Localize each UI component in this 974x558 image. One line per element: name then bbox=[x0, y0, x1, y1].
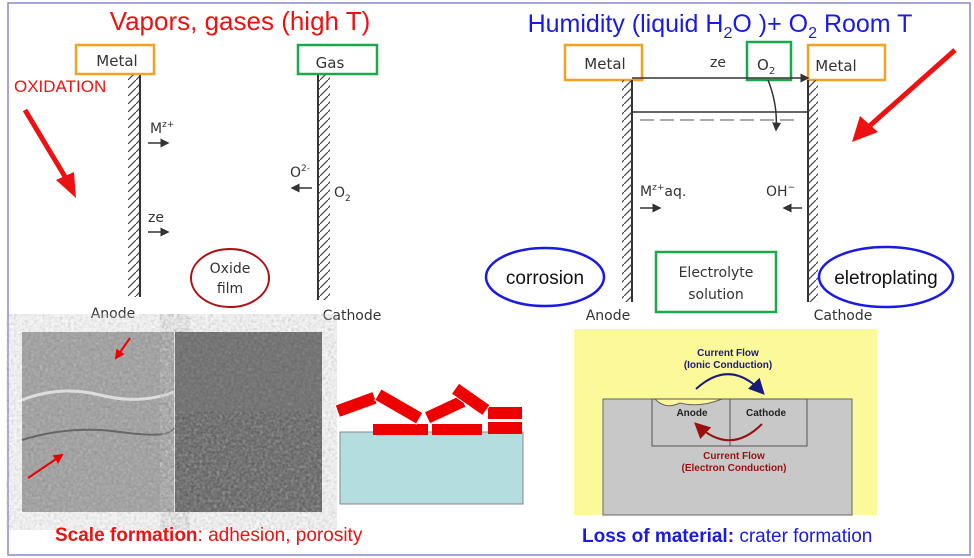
right-caption: Loss of material: crater formation bbox=[582, 526, 872, 547]
metal-box bbox=[74, 43, 156, 76]
metal-ion-label: Mz+ bbox=[150, 120, 174, 137]
left-title: Vapors, gases (high T) bbox=[110, 6, 371, 36]
cathode-label: Cathode bbox=[323, 308, 382, 324]
electrolyte-line1: Electrolyte bbox=[679, 265, 754, 281]
corrosion-ellipse bbox=[484, 246, 606, 308]
hydroxide-label: OH− bbox=[766, 183, 795, 200]
electron-flow-line2: (Electron Conduction) bbox=[682, 463, 787, 474]
ionic-flow-arrow-icon bbox=[695, 373, 765, 395]
gas-box bbox=[296, 43, 379, 76]
ionic-flow-line1: Current Flow bbox=[697, 348, 759, 359]
red-arrow-right-icon bbox=[852, 48, 957, 142]
electrons-label: ze bbox=[148, 210, 164, 226]
eletroplating-ellipse bbox=[817, 245, 955, 309]
oxygen-label: O2 bbox=[334, 185, 351, 204]
crater-anode-label: Anode bbox=[676, 408, 708, 419]
sem-image-left bbox=[21, 332, 175, 512]
o2-label: O2 bbox=[757, 56, 775, 77]
anode-electrode-right bbox=[622, 80, 632, 302]
electrolyte-line2: solution bbox=[688, 287, 743, 303]
left-caption: Scale formation: adhesion, porosity bbox=[55, 525, 363, 546]
scale-illustration bbox=[334, 382, 524, 505]
metal-ion-aq-label: Mz+aq. bbox=[640, 183, 686, 200]
gas-label: Gas bbox=[316, 54, 345, 72]
red-arrow-left-icon bbox=[22, 108, 76, 198]
crater-diagram: Current Flow (Ionic Conduction) Anode Ca… bbox=[574, 329, 877, 516]
corrosion-label: corrosion bbox=[506, 268, 584, 289]
slide-border bbox=[7, 2, 971, 556]
eletroplating-label: eletroplating bbox=[834, 268, 938, 289]
metal-right-box bbox=[806, 43, 887, 82]
crater-cathode-label: Cathode bbox=[746, 408, 786, 419]
metal-right-label: Metal bbox=[815, 57, 856, 75]
metal-left-box bbox=[563, 43, 644, 82]
anode-electrode bbox=[128, 75, 140, 297]
ionic-flow-line2: (Ionic Conduction) bbox=[684, 360, 772, 371]
electron-flow-arrow-icon bbox=[694, 422, 763, 442]
metal-label: Metal bbox=[96, 52, 137, 70]
oxide-film-circle bbox=[190, 248, 270, 308]
oxide-film-line1: Oxide bbox=[210, 261, 251, 277]
cathode-electrode-right bbox=[808, 80, 818, 302]
oxide-ion-label: O2- bbox=[290, 164, 310, 181]
electrons-label-right: ze bbox=[710, 55, 726, 71]
electrolyte-box bbox=[654, 250, 778, 314]
metal-left-label: Metal bbox=[584, 55, 625, 73]
anode-label-right: Anode bbox=[586, 308, 631, 324]
cathode-electrode bbox=[318, 75, 330, 300]
right-title: Humidity (liquid H2O )+ O2 Room T bbox=[528, 10, 913, 42]
cathode-label-right: Cathode bbox=[814, 308, 873, 324]
electron-flow-line1: Current Flow bbox=[703, 451, 765, 462]
o2-box bbox=[745, 40, 793, 82]
oxide-film-line2: film bbox=[217, 281, 243, 297]
anode-label: Anode bbox=[91, 306, 136, 322]
oxidation-label: OXIDATION bbox=[14, 77, 106, 96]
sem-image-right bbox=[175, 332, 322, 512]
